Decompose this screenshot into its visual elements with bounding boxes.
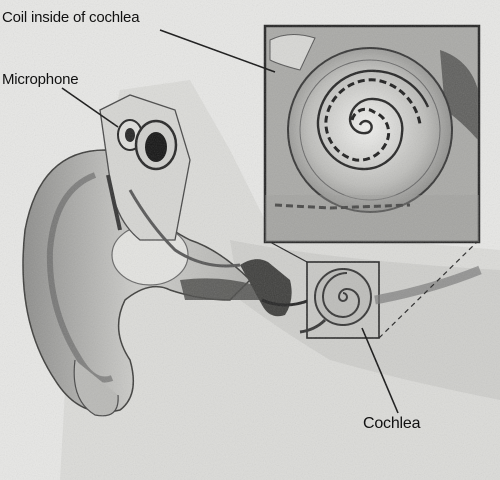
coil-label: Coil inside of cochlea [2,10,139,25]
cochlea-label: Cochlea [363,416,420,432]
microphone-label: Microphone [2,72,78,87]
